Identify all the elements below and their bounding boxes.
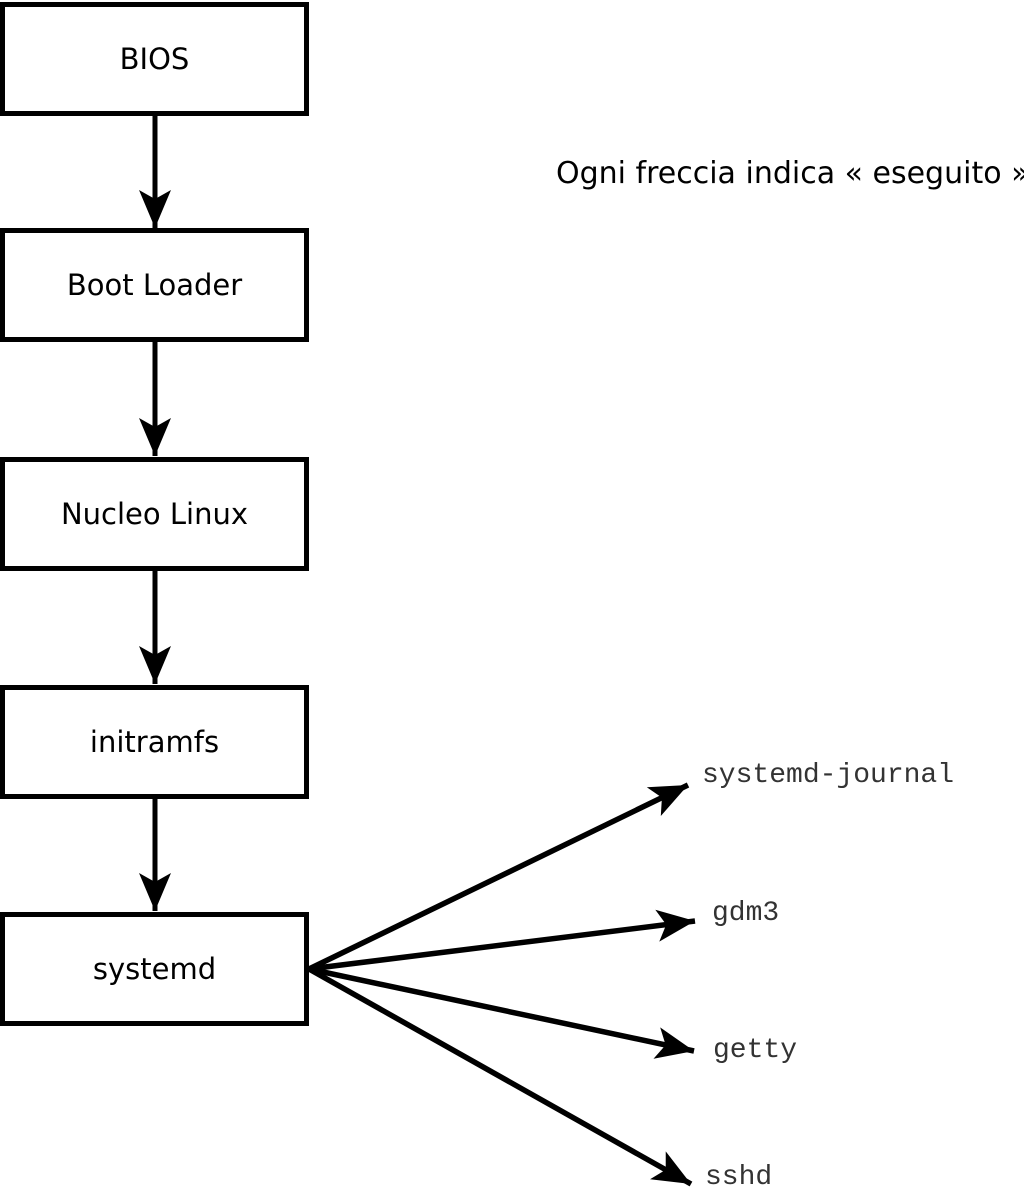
label-sshd: sshd [705,1162,773,1193]
node-nucleo-linux-label: Nucleo Linux [60,496,248,531]
note-text: Ogni freccia indica « eseguito ». [556,156,1024,191]
arrow-systemd-to-gdm3 [308,909,696,972]
node-bios-label: BIOS [119,41,190,76]
node-systemd: systemd [0,912,309,1026]
arrow-systemd-to-getty [308,966,695,1059]
label-gdm3: gdm3 [712,898,780,929]
label-systemd-journal: systemd-journal [702,760,955,791]
label-getty: getty [713,1035,798,1066]
node-initramfs-label: initramfs [89,724,220,759]
node-boot-loader: Boot Loader [0,228,309,342]
node-bios: BIOS [0,2,309,116]
arrow-systemd-to-sshd [307,966,693,1187]
node-initramfs: initramfs [0,685,309,799]
node-nucleo-linux: Nucleo Linux [0,457,309,571]
arrow-systemd-to-journal [307,782,690,972]
node-boot-loader-label: Boot Loader [66,267,243,302]
node-systemd-label: systemd [92,951,217,986]
